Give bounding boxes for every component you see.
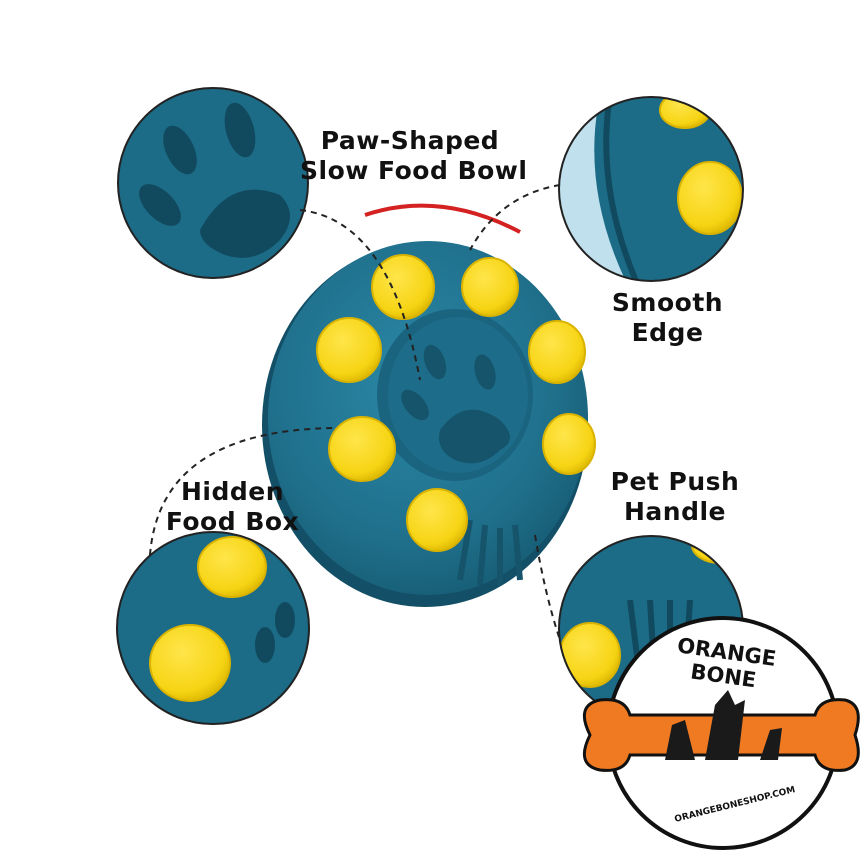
zoom-smooth-edge [559, 97, 743, 281]
label-line: Slow Food Bowl [300, 156, 528, 185]
label-line: Food Box [165, 507, 300, 536]
label-smooth-edge: Smooth Edge [600, 288, 735, 348]
label-line: Hidden [180, 477, 285, 506]
red-accent-arc [364, 203, 521, 234]
label-line: Pet Push [610, 467, 740, 496]
zoom-hidden-food-box [117, 532, 309, 724]
label-line: Handle [623, 497, 726, 526]
zoom-paw-bowl [118, 88, 308, 278]
label-line: Smooth [611, 288, 724, 317]
dashed-connectors [149, 184, 561, 641]
main-bowl [262, 241, 596, 607]
label-line: Edge [631, 318, 704, 347]
label-hidden-food-box: Hidden Food Box [160, 477, 305, 537]
label-pet-push-handle: Pet Push Handle [605, 467, 745, 527]
label-paw-shaped-bowl: Paw-Shaped Slow Food Bowl [300, 126, 528, 186]
label-line: Paw-Shaped [320, 126, 500, 155]
orange-bone-logo [582, 616, 860, 850]
